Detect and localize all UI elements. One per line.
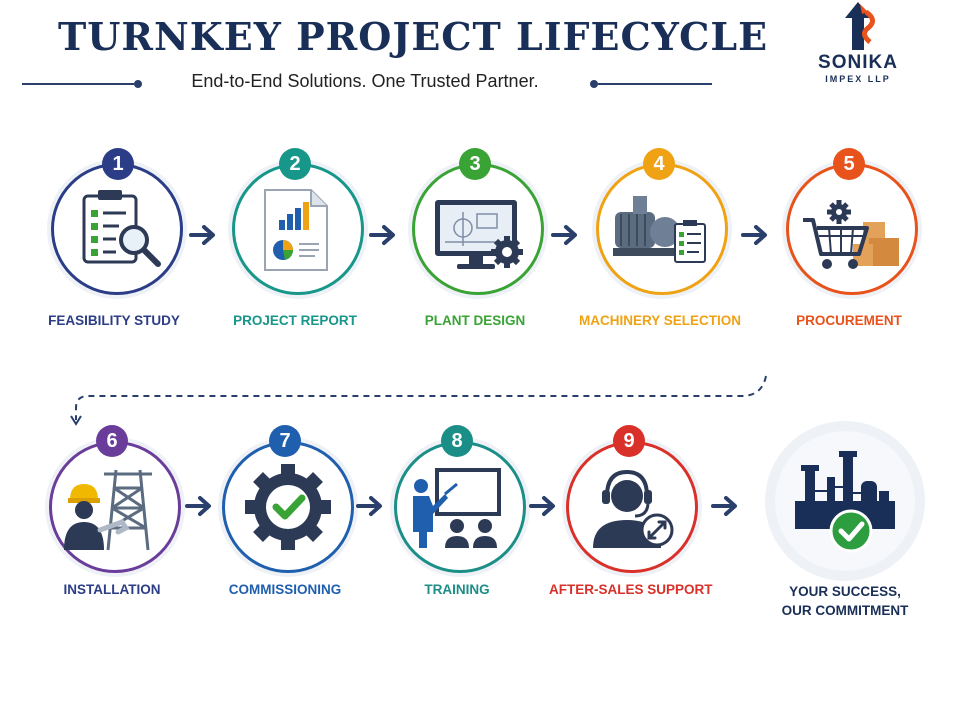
page-title: TURNKEY PROJECT LIFECYCLE <box>58 14 769 59</box>
divider-left <box>22 83 134 85</box>
step-5-label: PROCUREMENT <box>796 313 902 328</box>
headset-support-icon <box>593 469 674 548</box>
arrow-right-icon <box>741 225 767 245</box>
step-4-label: MACHINERY SELECTION <box>579 313 742 328</box>
arrow-right-icon <box>356 496 382 516</box>
trainer-board-icon <box>413 468 501 548</box>
dashed-connector <box>70 375 767 426</box>
arrow-right-icon <box>369 225 395 245</box>
step-6-circle <box>49 441 181 573</box>
divider-right <box>598 83 712 85</box>
step-3-circle <box>412 163 544 295</box>
arrow-right-icon <box>189 225 215 245</box>
step-9-label: AFTER-SALES SUPPORT <box>549 582 713 597</box>
step-4-circle <box>596 163 728 295</box>
step-8-circle <box>394 441 526 573</box>
worker-tower-icon <box>64 469 152 551</box>
final-label-line2: OUR COMMITMENT <box>781 603 909 618</box>
step-7-label: COMMISSIONING <box>228 582 342 597</box>
pump-machine-checklist-icon <box>613 196 706 263</box>
divider-dot-right <box>590 80 598 88</box>
tagline: End-to-End Solutions. One Trusted Partne… <box>191 71 539 91</box>
logo-subtitle: IMPEX LLP <box>825 74 891 84</box>
arrow-right-icon <box>185 496 211 516</box>
step-8-label: TRAINING <box>424 582 490 597</box>
step-5-circle <box>786 163 918 295</box>
arrow-right-icon <box>529 496 555 516</box>
clipboard-magnifier-icon <box>82 190 161 267</box>
step-7-badge: 7 <box>269 425 301 457</box>
step-2-badge: 2 <box>279 148 311 180</box>
final-circle <box>775 431 915 571</box>
gear-check-icon <box>245 464 331 550</box>
step-6-badge: 6 <box>96 425 128 457</box>
step-7-circle <box>222 441 354 573</box>
report-chart-icon <box>264 189 328 271</box>
step-3-label: PLANT DESIGN <box>424 313 526 328</box>
arrow-right-icon <box>711 496 737 516</box>
logo-name: SONIKA <box>818 52 898 73</box>
step-5-badge: 5 <box>833 148 865 180</box>
arrow-s-logo-icon <box>845 2 875 50</box>
step-4-badge: 4 <box>643 148 675 180</box>
cart-gear-boxes-icon <box>803 200 899 269</box>
step-9-circle <box>566 441 698 573</box>
divider-dot-left <box>134 80 142 88</box>
step-2-label: PROJECT REPORT <box>233 313 357 328</box>
factory-check-icon <box>795 451 895 553</box>
step-6-label: INSTALLATION <box>63 582 161 597</box>
step-1-label: FEASIBILITY STUDY <box>48 313 180 328</box>
step-3-badge: 3 <box>459 148 491 180</box>
monitor-blueprint-gear-icon <box>435 200 523 269</box>
step-1-circle <box>51 163 183 295</box>
step-1-badge: 1 <box>102 148 134 180</box>
step-9-badge: 9 <box>613 425 645 457</box>
arrow-right-icon <box>551 225 577 245</box>
final-label-line1: YOUR SUCCESS, <box>789 584 901 599</box>
step-8-badge: 8 <box>441 425 473 457</box>
company-logo: SONIKA IMPEX LLP <box>808 0 908 96</box>
step-2-circle <box>232 163 364 295</box>
